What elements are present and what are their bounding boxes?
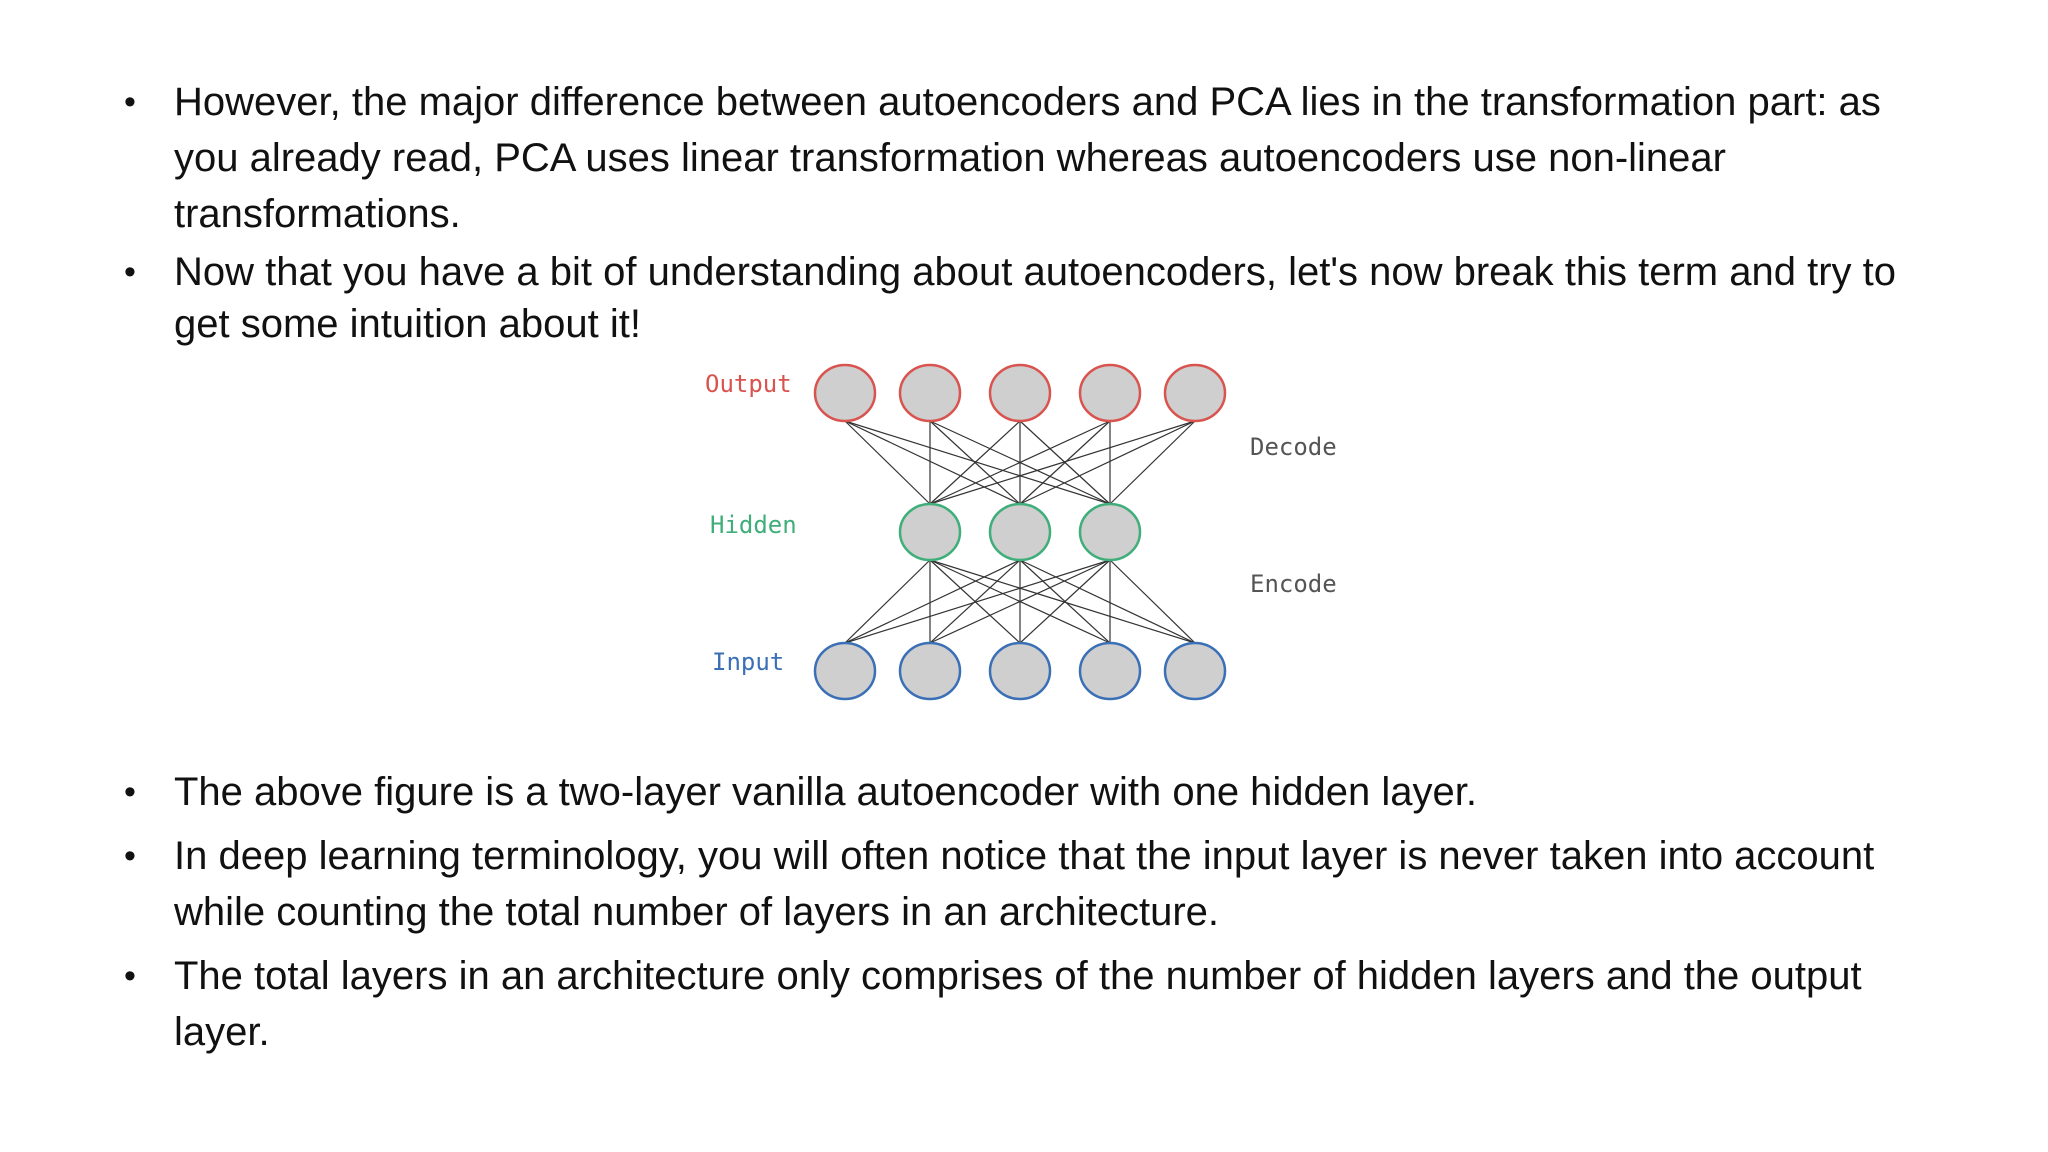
connection-edge <box>929 559 1196 644</box>
input-node <box>1078 641 1142 701</box>
autoencoder-diagram-svg: Output Hidden Input Decode Encode <box>705 363 1337 701</box>
bullet-text: The total layers in an architecture only… <box>174 954 1862 1054</box>
input-node <box>1163 641 1227 701</box>
output-layer-label: Output <box>705 370 792 398</box>
bullet-text: In deep learning terminology, you will o… <box>174 834 1875 934</box>
connection-edge <box>1019 420 1196 505</box>
bullet-item: • In deep learning terminology, you will… <box>120 828 1950 940</box>
connection-edge <box>929 420 1021 505</box>
input-node <box>813 641 877 701</box>
output-node <box>1078 363 1142 423</box>
connection-edge <box>929 559 1111 644</box>
bullet-item: • The above figure is a two-layer vanill… <box>120 764 1950 820</box>
bullet-dot: • <box>124 83 136 121</box>
connection-edge <box>929 420 1196 505</box>
bullet-dot: • <box>124 773 136 811</box>
bullet-item: • Now that you have a bit of understandi… <box>120 246 1950 350</box>
bullet-item: • The total layers in an architecture on… <box>120 948 1950 1060</box>
autoencoder-diagram: Output Hidden Input Decode Encode <box>690 355 1380 715</box>
top-bullet-list: • However, the major difference between … <box>120 74 1950 356</box>
connection-edge <box>844 420 1111 505</box>
connection-edge <box>929 420 1111 505</box>
connection-edge <box>844 559 931 644</box>
bullet-text: The above figure is a two-layer vanilla … <box>174 770 1478 814</box>
bullet-text: Now that you have a bit of understanding… <box>174 250 1896 346</box>
bullet-text: However, the major difference between au… <box>174 80 1881 236</box>
connection-edge <box>844 420 1021 505</box>
output-node <box>988 363 1052 423</box>
output-node <box>1163 363 1227 423</box>
connection-edge <box>1019 559 1111 644</box>
output-node <box>813 363 877 423</box>
bullet-dot: • <box>124 957 136 995</box>
encode-label: Encode <box>1250 570 1337 598</box>
connection-edge <box>844 420 931 505</box>
hidden-node <box>1078 502 1142 562</box>
connection-edge <box>844 559 1111 644</box>
output-node <box>898 363 962 423</box>
connection-edge <box>1019 420 1111 505</box>
connection-edge <box>1109 420 1196 505</box>
bullet-dot: • <box>124 253 136 291</box>
bullet-item: • However, the major difference between … <box>120 74 1950 242</box>
input-node <box>898 641 962 701</box>
decode-label: Decode <box>1250 433 1337 461</box>
bottom-bullet-list: • The above figure is a two-layer vanill… <box>120 764 1950 1068</box>
diagram-edges <box>844 420 1196 644</box>
bullet-dot: • <box>124 837 136 875</box>
hidden-node <box>988 502 1052 562</box>
connection-edge <box>844 559 1021 644</box>
input-node <box>988 641 1052 701</box>
connection-edge <box>929 559 1021 644</box>
input-layer-label: Input <box>712 648 784 676</box>
connection-edge <box>1109 559 1196 644</box>
diagram-nodes <box>813 363 1227 701</box>
hidden-layer-label: Hidden <box>710 511 797 539</box>
connection-edge <box>1019 559 1196 644</box>
hidden-node <box>898 502 962 562</box>
